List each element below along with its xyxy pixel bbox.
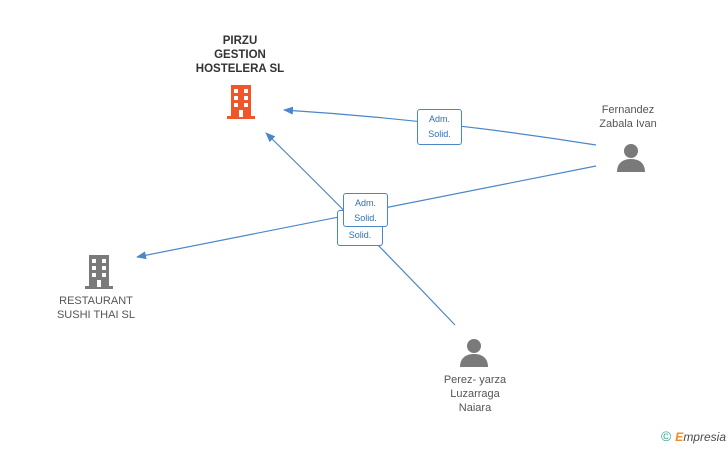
relation-badge-middle-line-1: Adm. [354,198,376,208]
person-perez-line-3: Naiara [458,402,492,414]
company-restaurant-label[interactable]: RESTAURANT SUSHI THAI SL [36,294,156,322]
building-icon[interactable] [83,254,115,290]
company-pirzu-line-3: HOSTELERA SL [195,63,285,75]
copyright-symbol: © [660,428,672,444]
company-pirzu-line-2: GESTION [214,49,266,61]
relation-badge-top-line-2: Solid. [428,129,451,139]
person-perez-label[interactable]: Perez- yarza Luzarraga Naiara [420,373,530,415]
brand-name: mpresia [683,430,726,444]
company-restaurant-line-2: SUSHI THAI SL [56,309,136,321]
person-fernandez-label[interactable]: Fernandez Zabala Ivan [578,103,678,131]
person-perez-line-1: Perez- yarza [443,374,507,386]
person-perez-line-2: Luzarraga [450,388,500,400]
relation-badge-middle[interactable]: Adm. Solid. [343,193,388,227]
relation-badge-top-line-1: Adm. [428,114,450,124]
company-pirzu-label[interactable]: PIRZU GESTION HOSTELERA SL [180,34,300,76]
building-icon[interactable] [225,84,257,120]
relation-badge-middle-line-2: Solid. [354,213,377,223]
person-fernandez-line-1: Fernandez [601,104,655,116]
person-icon[interactable] [458,338,490,368]
relation-badge-lower-line-1: Solid. [348,230,372,240]
company-restaurant-line-1: RESTAURANT [59,295,133,307]
person-fernandez-line-2: Zabala Ivan [599,118,657,130]
empresia-logo[interactable]: ©Empresia [661,428,726,444]
person-icon[interactable] [615,143,647,173]
brand-initial: E [675,430,684,444]
company-pirzu-line-1: PIRZU [222,35,258,47]
relation-badge-top[interactable]: Adm. Solid. [417,109,462,145]
